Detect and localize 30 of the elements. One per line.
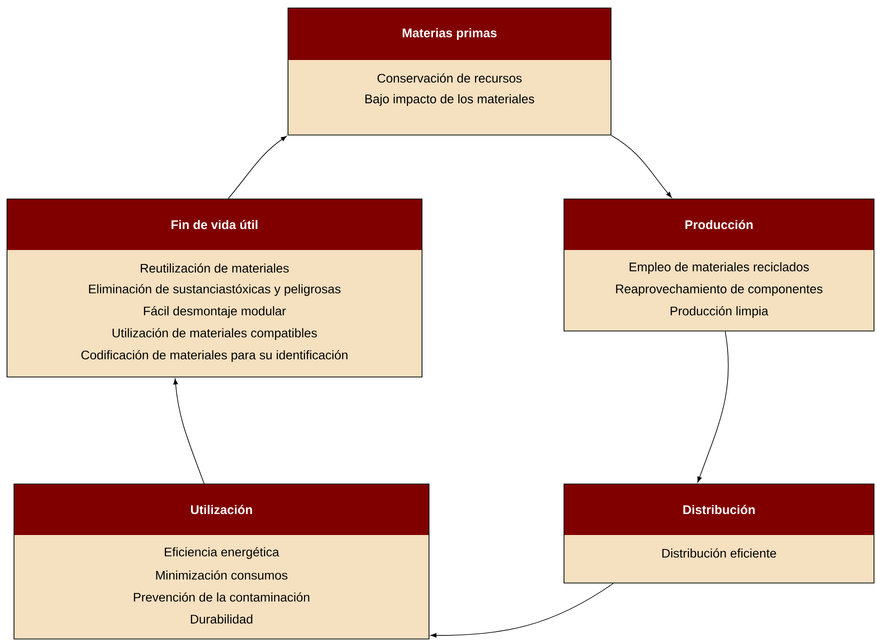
card-text: Durabilidad bbox=[190, 614, 252, 624]
arrow bbox=[430, 583, 614, 638]
arrow bbox=[228, 136, 287, 199]
card-heading: Fin de vida útil bbox=[172, 220, 258, 230]
card-text: Empleo de materiales reciclados bbox=[630, 262, 809, 274]
card-text: Prevención de la contaminación bbox=[134, 592, 310, 602]
card-text: Minimización consumos bbox=[156, 570, 288, 580]
card-text: Reaprovechamiento de componentes bbox=[616, 284, 822, 296]
card-text: Conservación de recursos bbox=[378, 73, 522, 83]
card-text: Fácil desmontaje modular bbox=[144, 306, 286, 318]
card-heading: Materias primas bbox=[402, 28, 497, 40]
card bbox=[564, 484, 874, 584]
card-heading: Producción bbox=[685, 220, 753, 230]
arrow bbox=[173, 378, 204, 484]
card-text: Utilización de materiales compatibles bbox=[112, 328, 317, 340]
card-text: Codificación de materiales para su identificación bbox=[81, 350, 348, 362]
card-text: Eliminación de sustanciastóxicas y peligrosas bbox=[89, 284, 340, 296]
card-text: Reutilización de materiales bbox=[140, 263, 289, 273]
card bbox=[14, 484, 430, 640]
arrow bbox=[697, 331, 729, 483]
card bbox=[6, 198, 422, 378]
card bbox=[288, 8, 612, 136]
card-text: Eficiencia energética bbox=[164, 547, 280, 559]
card-text: Bajo impacto de los materiales bbox=[365, 94, 534, 106]
card-heading: Distribución bbox=[683, 504, 755, 514]
card-heading: Utilización bbox=[191, 504, 252, 514]
card-text: Producción limpia bbox=[670, 306, 768, 318]
card-text: Distribución eficiente bbox=[662, 548, 776, 558]
arrow bbox=[611, 135, 672, 198]
card bbox=[564, 198, 874, 332]
